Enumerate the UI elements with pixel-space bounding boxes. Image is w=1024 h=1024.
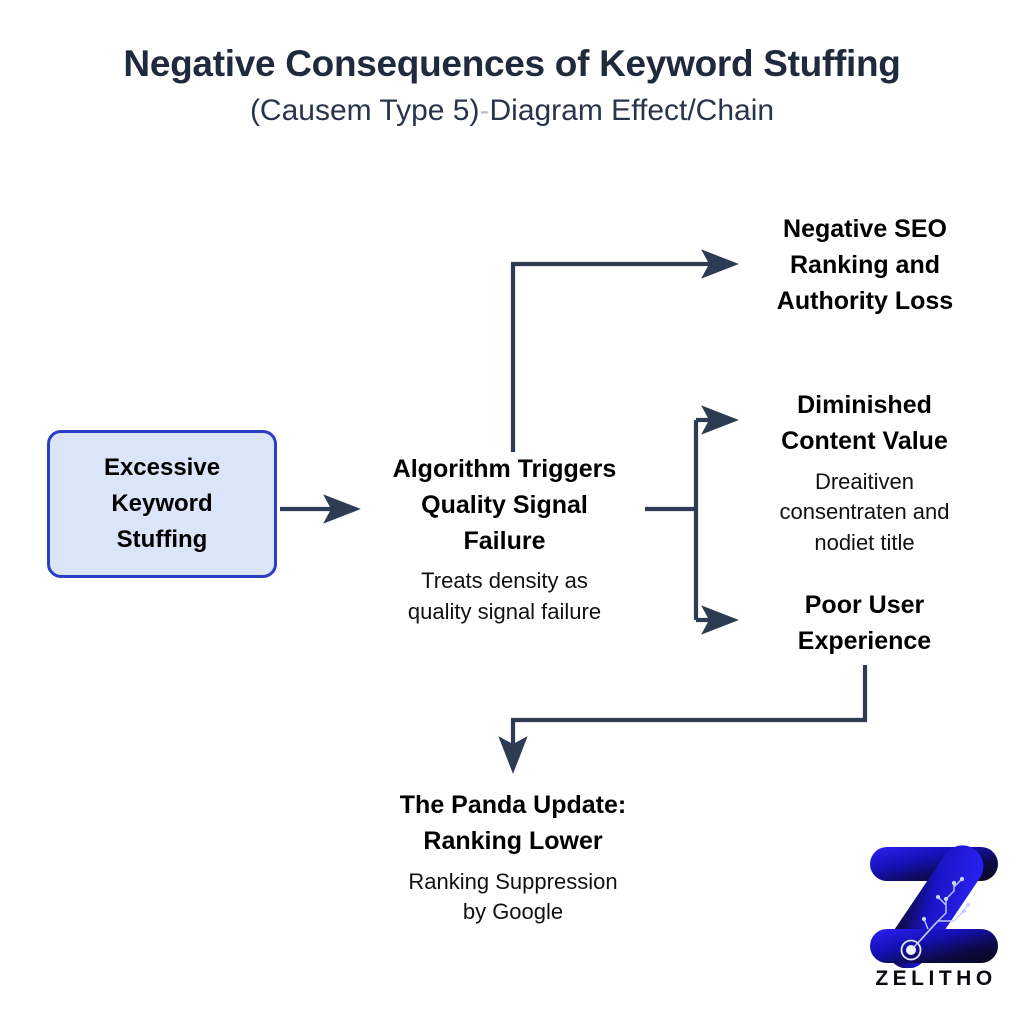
page-title: Negative Consequences of Keyword Stuffin…	[123, 43, 901, 84]
node-center-sub-line-2: quality signal failure	[407, 598, 602, 624]
node-center-head: Algorithm Triggers Quality Signal Failur…	[352, 452, 657, 559]
heading-block: Negative Consequences of Keyword Stuffin…	[0, 42, 1024, 129]
zelitho-z-mark-icon	[870, 845, 998, 968]
node-value-sub-line-2: consentraten and	[779, 499, 950, 525]
node-diminished-content-value[interactable]: Diminished Content Value Dreaitiven cons…	[752, 388, 977, 558]
node-value-head-line-2: Content Value	[781, 426, 948, 455]
node-source-line-3: Stuffing	[116, 526, 208, 553]
edge-ux-to-panda	[498, 665, 868, 774]
node-center-head-line-3: Failure	[463, 526, 546, 555]
node-algorithm-triggers-quality-signal-failure[interactable]: Algorithm Triggers Quality Signal Failur…	[352, 452, 657, 627]
node-source-line-1: Excessive	[103, 454, 221, 481]
zelitho-logo: ZELITHO	[862, 843, 1010, 1003]
zelitho-wordmark: ZELITHO	[875, 967, 997, 990]
node-ux-head-line-2: Experience	[797, 626, 932, 655]
page-subtitle-part1: (Causem Type 5)	[249, 93, 480, 127]
node-source-head: Excessive Keyword Stuffing	[104, 450, 220, 558]
node-ux-head: Poor User Experience	[752, 588, 977, 660]
node-value-sub: Dreaitiven consentraten and nodiet title	[752, 467, 977, 559]
node-value-head: Diminished Content Value	[752, 388, 977, 460]
page-subtitle-part2: Diagram Effect/Chain	[489, 93, 775, 127]
node-seo-head-line-3: Authority Loss	[776, 286, 954, 315]
node-panda-head-line-1: The Panda Update:	[399, 791, 627, 819]
node-value-sub-line-1: Dreaitiven	[814, 468, 915, 494]
node-ux-head-line-1: Poor User	[804, 591, 925, 619]
node-excessive-keyword-stuffing[interactable]: Excessive Keyword Stuffing	[47, 430, 277, 578]
page-subtitle: (Causem Type 5)-Diagram Effect/Chain	[0, 93, 1024, 129]
node-negative-seo-ranking-authority-loss[interactable]: Negative SEO Ranking and Authority Loss	[745, 212, 985, 319]
node-panda-sub-line-2: by Google	[462, 899, 564, 925]
node-center-head-line-2: Quality Signal	[421, 490, 588, 519]
node-seo-head-line-1: Negative SEO	[783, 215, 947, 243]
node-value-sub-line-3: nodiet title	[814, 529, 915, 555]
node-center-sub: Treats density as quality signal failure	[352, 566, 657, 627]
edge-center-to-seo	[510, 249, 739, 452]
node-source-line-2: Keyword	[111, 490, 213, 517]
node-center-head-line-1: Algorithm Triggers	[392, 455, 617, 483]
node-seo-head: Negative SEO Ranking and Authority Loss	[745, 212, 985, 319]
node-panda-sub: Ranking Suppression by Google	[368, 867, 658, 928]
node-center-sub-line-1: Treats density as	[421, 568, 588, 594]
node-value-head-line-1: Diminished	[797, 391, 932, 419]
node-seo-head-line-2: Ranking and	[789, 250, 940, 279]
node-panda-head-line-2: Ranking Lower	[423, 826, 603, 855]
node-panda-update-ranking-lower[interactable]: The Panda Update: Ranking Lower Ranking …	[368, 788, 658, 928]
node-panda-sub-line-1: Ranking Suppression	[408, 868, 618, 894]
node-panda-head: The Panda Update: Ranking Lower	[368, 788, 658, 860]
page-subtitle-dash: -	[479, 93, 490, 127]
node-poor-user-experience[interactable]: Poor User Experience	[752, 588, 977, 660]
